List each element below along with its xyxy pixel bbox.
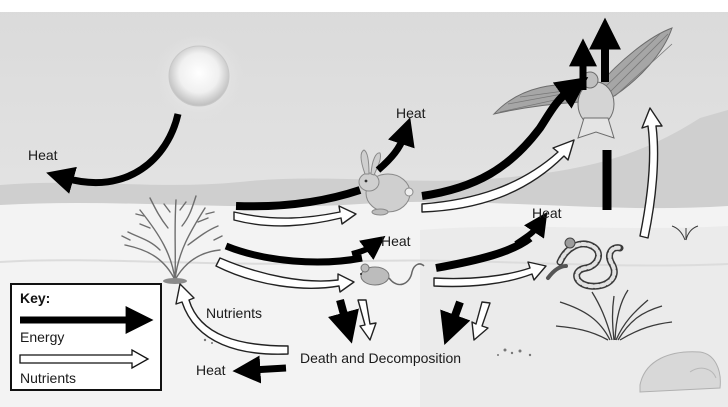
legend-nutrients-arrow [19, 348, 150, 370]
snake-icon [546, 237, 624, 290]
nutrient-arrows [175, 107, 663, 355]
sun-icon [168, 45, 230, 107]
nutrient-arrow-shrub-to-rabbit [233, 205, 357, 227]
label-heat-decomp: Heat [196, 362, 226, 378]
energy-arrow-shrub-to-rabbit [235, 186, 362, 211]
nutrient-arrow-decomp-to-shrub [175, 283, 289, 355]
energy-arrow-sun-to-heat [46, 113, 182, 194]
label-heat-rabbit: Heat [396, 105, 426, 121]
label-death-decomposition: Death and Decomposition [300, 350, 461, 366]
energy-arrow-rabbit-to-heat [375, 117, 415, 173]
mouse-icon [360, 263, 425, 286]
nutrient-arrow-snake-to-hawk [639, 107, 663, 239]
label-heat-snake: Heat [532, 205, 562, 221]
energy-arrow-shrub-to-mouse [224, 242, 363, 266]
nutrient-arrow-shrub-to-mouse [215, 257, 355, 293]
nutrient-arrow-rabbit-to-hawk [421, 139, 575, 213]
energy-arrows [46, 17, 621, 384]
nutrient-arrow-mouse-to-snake [433, 261, 547, 288]
label-heat-sun: Heat [28, 147, 58, 163]
rocks [639, 351, 721, 393]
legend-energy-label: Energy [20, 329, 64, 345]
label-heat-mouse: Heat [381, 233, 411, 249]
energy-arrow-mouse-to-heat [351, 235, 386, 260]
label-nutrients: Nutrients [206, 305, 262, 321]
legend: Key: Energy Nutrients [10, 283, 162, 391]
energy-arrow-mouse-to-decomp [440, 300, 471, 346]
energy-arrow-rabbit-to-hawk [421, 76, 589, 200]
energy-arrow-snake-to-heat [514, 212, 548, 247]
energy-arrow-decomp-to-heat [232, 355, 287, 384]
energy-arrow-rabbit-to-decomp [328, 298, 359, 344]
nutrient-arrow-mouse-to-decomp [471, 301, 491, 341]
rabbit-icon [358, 149, 414, 216]
legend-title: Key: [20, 290, 50, 306]
grass-icon [555, 289, 673, 341]
shrub-icon [121, 195, 223, 281]
nutrient-arrow-rabbit-to-decomp [357, 299, 377, 341]
hawk-icon [492, 27, 673, 139]
legend-nutrients-label: Nutrients [20, 370, 76, 386]
